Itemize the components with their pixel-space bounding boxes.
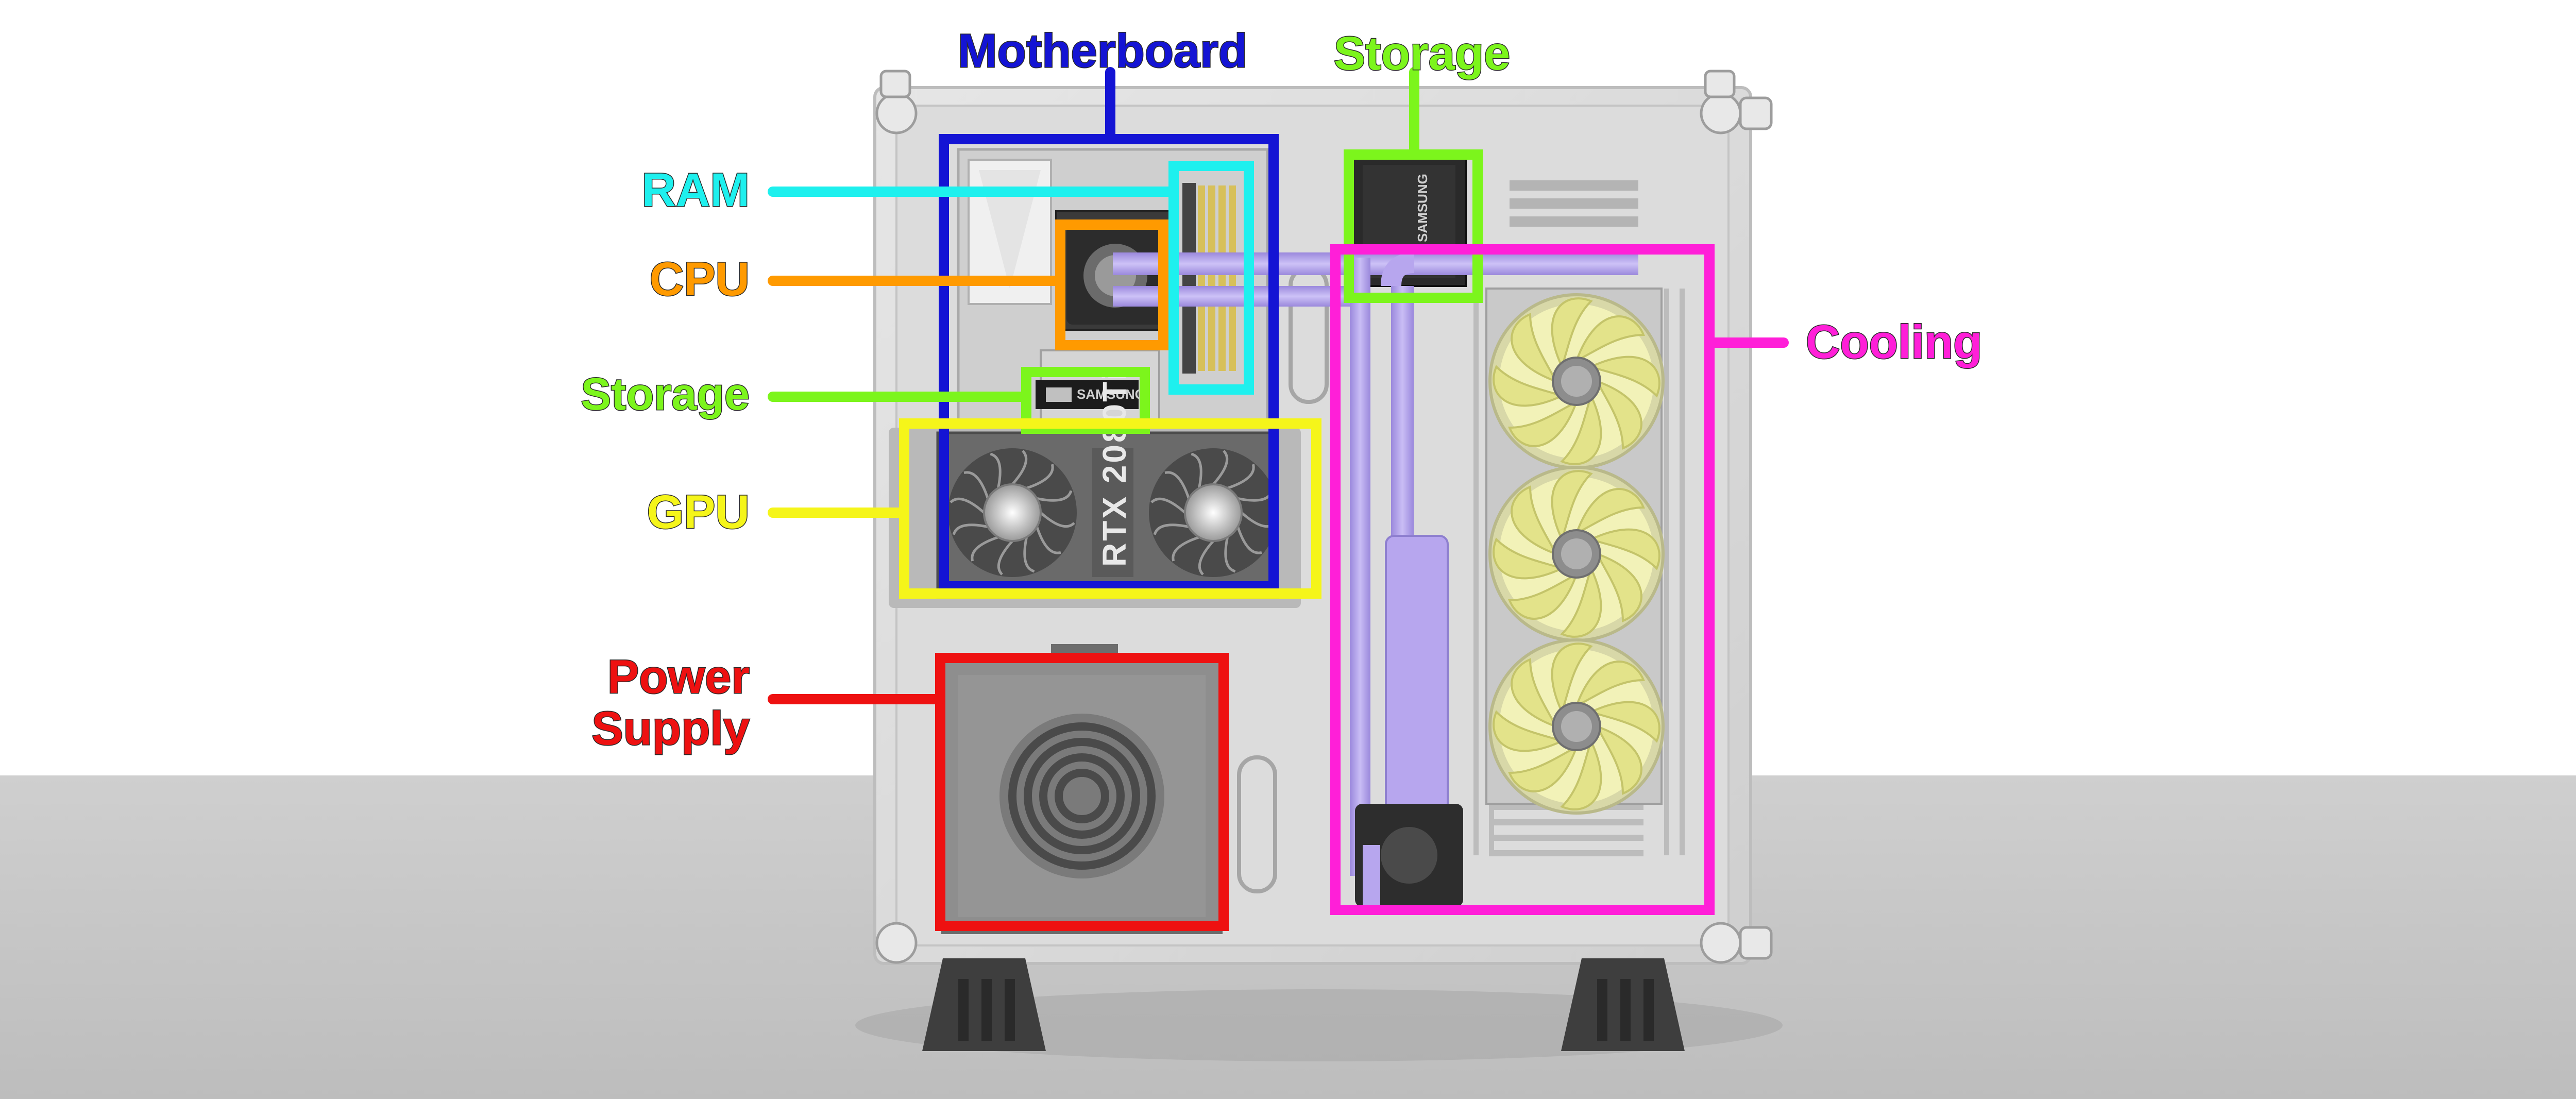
label-storage-left: Storage (581, 368, 750, 419)
power-supply-box (935, 653, 1229, 931)
m2-brand-text: SAMSUNG (1077, 386, 1145, 402)
label-cpu: CPU (650, 253, 750, 306)
cooling-box (1330, 244, 1715, 915)
label-ram: RAM (641, 164, 750, 216)
leader-lines (768, 67, 1789, 704)
top-vent (1510, 180, 1638, 227)
cooling-loop (1113, 252, 1638, 907)
case-shadow (855, 989, 1783, 1061)
label-power-line2: Supply (591, 702, 750, 755)
label-storage-top: Storage (1334, 27, 1511, 80)
case-foot (922, 958, 1685, 1051)
label-cooling: Cooling (1806, 316, 1982, 368)
ram-box (1168, 161, 1254, 395)
gpu-card: RTX 2080Ti (889, 369, 1301, 608)
ssd-brand-text: SAMSUNG (1415, 174, 1430, 242)
ram-sticks (1182, 183, 1236, 374)
corner-knob (875, 70, 1773, 964)
power-supply-unit (941, 644, 1223, 934)
m2-drive: SAMSUNG (1036, 380, 1145, 409)
label-gpu: GPU (647, 486, 750, 538)
radiator-fans (1483, 288, 1670, 820)
cpu-water-block (1066, 227, 1164, 325)
label-motherboard: Motherboard (958, 25, 1247, 77)
label-power-line1: Power (607, 651, 750, 703)
labels: Motherboard Storage RAM CPU Storage GPU … (580, 24, 1983, 756)
gpu-model-text: RTX 2080Ti (1096, 369, 1133, 567)
